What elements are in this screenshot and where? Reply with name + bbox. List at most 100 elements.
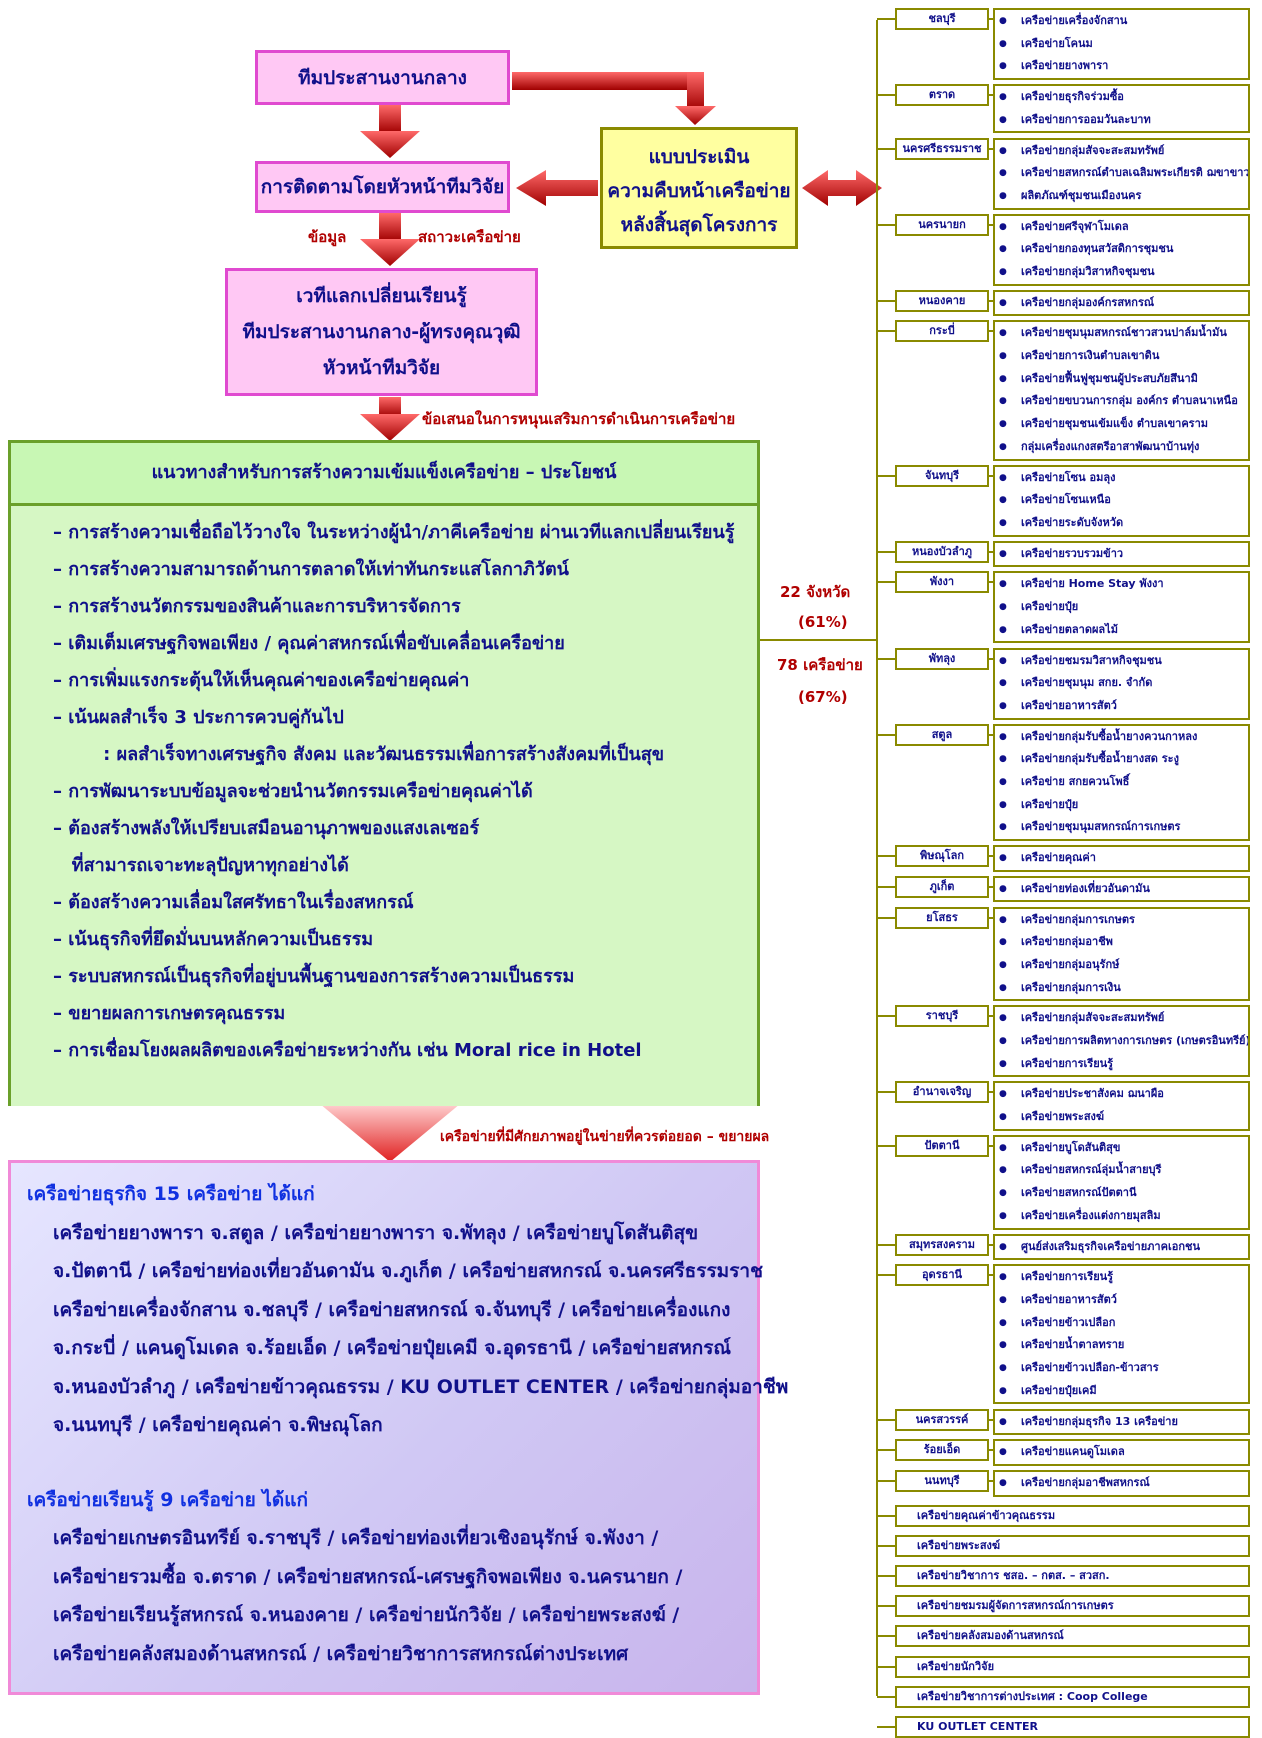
connector-line <box>877 1274 895 1277</box>
network-item: เครือข่ายกลุ่มรับซื้อน้ำยางควนกาหลง <box>995 726 1248 749</box>
network-item: เครือข่ายบูโดสันติสุข <box>995 1137 1248 1160</box>
connector-line <box>877 1418 895 1421</box>
label-data: ข้อมูล <box>308 228 347 246</box>
connector-line <box>989 299 993 302</box>
network-list: ศูนย์ส่งเสริมธุรกิจเครือข่ายภาคเอกชน <box>993 1233 1250 1261</box>
standalone-network: KU OUTLET CENTER <box>895 1716 1250 1738</box>
connector-line <box>877 1479 895 1482</box>
learning-line: เครือข่ายเรียนรู้สหกรณ์ จ.หนองคาย / เครื… <box>53 1604 680 1626</box>
network-list: เครือข่ายกลุ่มรับซื้อน้ำยางควนกาหลงเครือ… <box>993 723 1250 842</box>
label-suggest: ข้อเสนอในการหนุนเสริมการดำเนินการเครือข่… <box>422 410 736 428</box>
network-item: เครือข่ายสหกรณ์ปัตตานี <box>995 1182 1248 1205</box>
arrow-double-right <box>802 170 882 206</box>
central-team-label: ทีมประสานงานกลาง <box>298 66 467 89</box>
network-list: เครือข่ายการเรียนรู้เครือข่ายอาหารสัตว์เ… <box>993 1264 1250 1405</box>
network-item: เครือข่าย Home Stay พังงา <box>995 573 1248 596</box>
network-list: เครือข่ายกลุ่มธุรกิจ 13 เครือข่าย <box>993 1408 1250 1436</box>
label-status: สถาวะเครือข่าย <box>418 228 521 246</box>
standalone-network: เครือข่ายคลังสมองด้านสหกรณ์ <box>895 1625 1250 1648</box>
network-item: เครือข่ายยางพารา <box>995 55 1248 78</box>
assessment-line-3: หลังสิ้นสุดโครงการ <box>620 214 778 236</box>
network-item: เครือข่ายข้าวเปลือก <box>995 1312 1248 1335</box>
standalone-network: เครือข่ายพระสงฆ์ <box>895 1534 1250 1557</box>
guideline-item: – ระบบสหกรณ์เป็นธุรกิจที่อยู่บนพื้นฐานขอ… <box>53 966 575 987</box>
connector-line <box>877 1243 895 1246</box>
connector-line <box>989 1449 993 1452</box>
guideline-item: – การสร้างนวัตกรรมของสินค้าและการบริหารจ… <box>53 596 461 617</box>
province-label: พิษณุโลก <box>895 845 989 868</box>
standalone-network: เครือข่ายคุณค่าข้าวคุณธรรม <box>895 1504 1250 1527</box>
province-label: กระบี่ <box>895 320 989 343</box>
guideline-item: – การพัฒนาระบบข้อมูลจะช่วยนำนวัตกรรมเครื… <box>53 781 533 802</box>
connector-line <box>989 1418 993 1421</box>
network-item: เครือข่ายสหกรณ์ลุ่มน้ำสายบุรี <box>995 1159 1248 1182</box>
network-list: เครือข่ายกลุ่มอาชีพสหกรณ์ <box>993 1469 1250 1497</box>
central-team-box: ทีมประสานงานกลาง <box>255 50 510 105</box>
connector-line <box>989 550 993 553</box>
network-item: เครือข่ายฟื้นฟูชุมชนผู้ประสบภัยสึนามิ <box>995 368 1248 391</box>
connector-line <box>989 1015 993 1018</box>
province-label: อำนาจเจริญ <box>895 1081 989 1104</box>
guidelines-box: แนวทางสำหรับการสร้างความเข้มแข็งเครือข่า… <box>8 440 760 1106</box>
network-item: เครือข่าย สกยควนโพธิ์ <box>995 771 1248 794</box>
connector-line <box>989 657 993 660</box>
connector-line <box>877 733 895 736</box>
province-label: พังงา <box>895 571 989 594</box>
connector-line <box>989 94 993 97</box>
province-label: ชลบุรี <box>895 8 989 30</box>
network-item: เครือข่ายกลุ่มการเกษตร <box>995 909 1248 932</box>
connector-line <box>877 330 895 333</box>
connector-line <box>989 18 993 20</box>
guideline-item: : ผลสำเร็จทางเศรษฐกิจ สังคม และวัฒนธรรมเ… <box>53 744 665 765</box>
stat-networks-pct: (67%) <box>798 688 848 706</box>
flow-arrows <box>320 20 882 1696</box>
province-label: หนองคาย <box>895 289 989 312</box>
connector-line <box>877 1726 895 1728</box>
business-line: จ.กระบี่ / แคนดูโมเดล จ.ร้อยเอ็ด / เครือ… <box>53 1337 732 1359</box>
forum-line-3: หัวหน้าทีมวิจัย <box>322 357 441 379</box>
connector-line <box>877 1544 895 1547</box>
network-item: เครือข่ายปุ๋ย <box>995 794 1248 817</box>
province-label: หนองบัวลำภู <box>895 540 989 563</box>
network-item: เครือข่ายอาหารสัตว์ <box>995 695 1248 718</box>
connector-line <box>989 581 993 584</box>
forum-box: เวทีแลกเปลี่ยนเรียนรู้ ทีมประสานงานกลาง-… <box>225 268 538 396</box>
province-label: ร้อยเอ็ด <box>895 1439 989 1462</box>
guidelines-title: แนวทางสำหรับการสร้างความเข้มแข็งเครือข่า… <box>11 443 757 506</box>
connector-line <box>877 657 895 660</box>
assessment-box: แบบประเมิน ความคืบหน้าเครือข่าย หลังสิ้น… <box>600 127 798 249</box>
guideline-item: – เติมเต็มเศรษฐกิจพอเพียง / คุณค่าสหกรณ์… <box>53 633 565 654</box>
network-item: เครือข่ายการออมวันละบาท <box>995 109 1248 132</box>
network-item: เครือข่ายน้ำตาลทราย <box>995 1334 1248 1357</box>
label-potential: เครือข่ายที่มีศักยภาพอยู่ในข่ายที่ควรต่อ… <box>440 1129 770 1145</box>
network-item: เครือข่ายปุ๋ยเคมี <box>995 1380 1248 1403</box>
business-line: จ.นนทบุรี / เครือข่ายคุณค่า จ.พิษณุโลก <box>53 1414 383 1436</box>
network-item: เครือข่ายขบวนการกลุ่ม องค์กร ตำบลนาเหนือ <box>995 390 1248 413</box>
network-item: กลุ่มเครื่องแกงสตรีอาสาพัฒนาบ้านทุ่ง <box>995 436 1248 459</box>
connector-line <box>989 1243 993 1246</box>
network-item: เครือข่ายธุรกิจร่วมซื้อ <box>995 86 1248 109</box>
province-label: ยโสธร <box>895 906 989 929</box>
network-item: เครือข่ายสหกรณ์ตำบลเฉลิมพระเกียรติ ฌขาขา… <box>995 162 1248 185</box>
network-list: เครือข่ายโซน อมลุงเครือข่ายโซนเหนือเครือ… <box>993 464 1250 537</box>
network-item: เครือข่ายชุมชนเข้มแข็ง ตำบลเขาคราม <box>995 413 1248 436</box>
province-label: สตูล <box>895 723 989 746</box>
guideline-item: – การสร้างความเชื่อถือไว้วางใจ ในระหว่าง… <box>53 522 735 543</box>
province-label: นครนายก <box>895 213 989 236</box>
stat-provinces-pct: (61%) <box>798 613 848 631</box>
province-label: อุดรธานี <box>895 1264 989 1287</box>
network-item: ศูนย์ส่งเสริมธุรกิจเครือข่ายภาคเอกชน <box>995 1236 1248 1259</box>
network-item: เครือข่ายการผลิตทางการเกษตร (เกษตรอินทรี… <box>995 1030 1248 1053</box>
network-list: เครือข่ายกลุ่มการเกษตรเครือข่ายกลุ่มอาชี… <box>993 906 1250 1002</box>
business-heading: เครือข่ายธุรกิจ 15 เครือข่าย ได้แก่ <box>27 1183 315 1205</box>
province-label: นครศรีธรรมราช <box>895 137 989 160</box>
network-list: เครือข่ายรวบรวมข้าว <box>993 540 1250 568</box>
guideline-item: – การเพิ่มแรงกระตุ้นให้เห็นคุณค่าของเครื… <box>53 670 470 691</box>
guideline-item: – ขยายผลการเกษตรคุณธรรม <box>53 1003 286 1024</box>
province-label: ราชบุรี <box>895 1005 989 1028</box>
network-item: เครือข่ายประชาสังคม ฌนาผือ <box>995 1083 1248 1106</box>
connector-line <box>877 18 895 20</box>
connector-line <box>989 855 993 858</box>
connector-line <box>989 885 993 888</box>
network-item: เครือข่ายโคนม <box>995 33 1248 56</box>
